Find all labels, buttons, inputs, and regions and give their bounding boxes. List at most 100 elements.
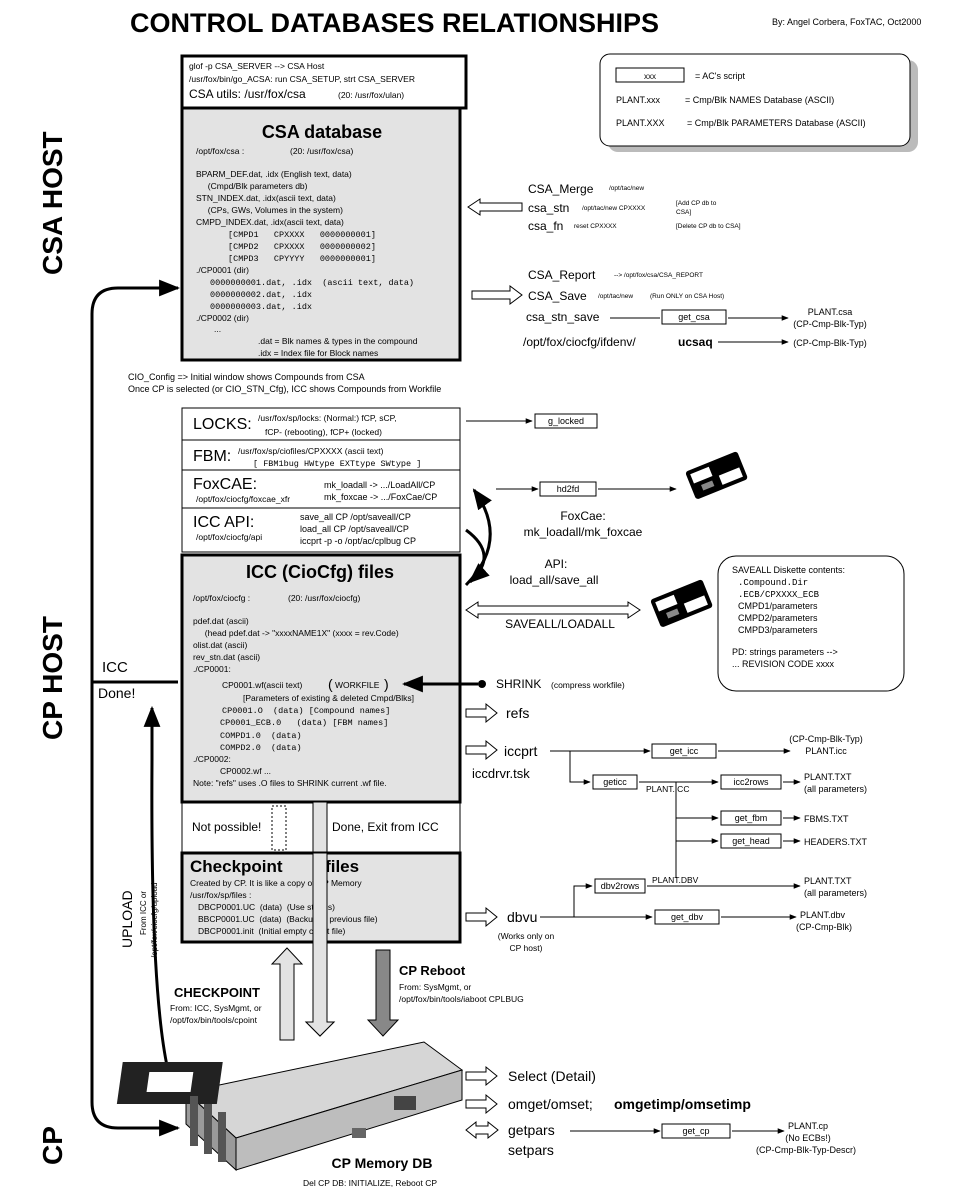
legend-box: xxx = AC's script PLANT.xxx = Cmp/Blk NA…: [599, 53, 918, 152]
fbms-txt-output: FBMS.TXT: [804, 814, 849, 824]
saveall-pd2: ... REVISION CODE xxxx: [732, 659, 835, 669]
csa-db-path20: (20: /usr/fox/csa): [290, 146, 353, 156]
icc-api-box: ICC API: /opt/fox/ciocfg/api save_all CP…: [181, 507, 461, 553]
get-dbv-script: get_dbv: [671, 912, 704, 922]
geticc-script: geticc: [603, 777, 627, 787]
getpars-label: getpars: [508, 1122, 555, 1138]
csa-stn-label: csa_stn: [528, 201, 569, 215]
icc-api-line3: iccprt -p -o /opt/ac/cplbug CP: [300, 536, 416, 546]
plant-csa-output: PLANT.csa: [808, 307, 853, 317]
not-possible-label: Not possible!: [192, 820, 261, 834]
locks-box: LOCKS: /usr/fox/sp/locks: (Normal:) fCP,…: [181, 407, 461, 441]
checkpoint-title: Checkpoint files: [190, 857, 359, 876]
csa-database-box: CSA database /opt/fox/csa : (20: /usr/fo…: [180, 106, 462, 362]
csa-db-dir1: ./CP0001 (dir): [196, 265, 249, 275]
plant-dbv-file: PLANT.DBV: [652, 875, 699, 885]
cp-checkpoint-line1: From: ICC, SysMgmt, or: [170, 1003, 262, 1013]
csa-host-line2: /usr/fox/bin/go_ACSA: run CSA_SETUP, str…: [189, 74, 415, 84]
csa-merge-path: /opt/tac/new: [609, 185, 644, 192]
icc-api-path: /opt/fox/ciocfg/api: [196, 532, 262, 542]
icc-title: ICC (CioCfg) files: [246, 562, 394, 582]
saveall-item: CMPD3/parameters: [738, 625, 818, 635]
get-icc-script: get_icc: [670, 746, 699, 756]
csa-report-path: --> /opt/fox/csa/CSA_REPORT: [614, 272, 703, 279]
csa-stn-note2: CSA]: [676, 209, 691, 216]
csa-save-label: CSA_Save: [528, 289, 587, 303]
saveall-item: CMPD2/parameters: [738, 613, 818, 623]
csa-db-ellipsis: ...: [214, 324, 221, 334]
locks-line1: /usr/fox/sp/locks: (Normal:) fCP, sCP,: [258, 413, 397, 423]
dbvu-note1: (Works only on: [498, 931, 555, 941]
foxcae-box: FoxCAE: /opt/fox/ciocfg/foxcae_xfr mk_lo…: [181, 469, 461, 509]
csa-save-path: /opt/tac/new: [598, 293, 633, 300]
checkpoint-file: DBCP0001.init (Initial empty chkpt file): [198, 926, 346, 936]
csa-db-note1: .dat = Blk names & types in the compound: [258, 336, 418, 346]
select-detail-label: Select (Detail): [508, 1068, 596, 1084]
legend-params-desc: = Cmp/Blk PARAMETERS Database (ASCII): [687, 118, 866, 128]
cp-reboot-line2: /opt/fox/bin/tools/iaboot CPLBUG: [399, 994, 524, 1004]
csa-host-box: glof -p CSA_SERVER --> CSA Host /usr/fox…: [180, 54, 468, 110]
icc-api-line1: save_all CP /opt/saveall/CP: [300, 512, 411, 522]
legend-names-desc: = Cmp/Blk NAMES Database (ASCII): [685, 95, 834, 105]
done-exit-label: Done, Exit from ICC: [332, 820, 439, 834]
get-icc-out2: PLANT.icc: [805, 746, 847, 756]
locks-line2: fCP- (rebooting), fCP+ (locked): [265, 427, 382, 437]
ucsaq-output: (CP-Cmp-Blk-Typ): [793, 338, 867, 348]
plant-dbv-output: PLANT.dbv: [800, 910, 846, 920]
cp-board-icon: [116, 1041, 464, 1172]
icc-api-line2: load_all CP /opt/saveall/CP: [300, 524, 409, 534]
ifdenv-path: /opt/fox/ciocfg/ifdenv/: [523, 335, 636, 349]
section-label-cp-host: CP HOST: [37, 616, 68, 740]
icc-file: COMPD1.0 (data): [220, 731, 302, 741]
csa-report-label: CSA_Report: [528, 268, 596, 282]
icc-line: ./CP0001:: [193, 664, 231, 674]
plant-csa-sub: (CP-Cmp-Blk-Typ): [793, 319, 867, 329]
saveall-title: SAVEALL Diskette contents:: [732, 565, 845, 575]
csa-host-line1: glof -p CSA_SERVER --> CSA Host: [189, 61, 325, 71]
plant-txt-sub: (all parameters): [804, 784, 867, 794]
dbv-plant-txt: PLANT.TXT: [804, 876, 852, 886]
csa-db-title: CSA database: [262, 122, 382, 142]
cio-note-line1: CIO_Config => Initial window shows Compo…: [128, 372, 365, 382]
iccprt-label: iccprt: [504, 743, 538, 759]
icc-line: (head pdef.dat -> "xxxxNAME1X" (xxxx = r…: [193, 628, 399, 638]
shrink-label: SHRINK: [496, 677, 541, 691]
get-csa-script: get_csa: [678, 312, 710, 322]
locks-title: LOCKS:: [193, 416, 252, 433]
omgetimp-label: omgetimp/omsetimp: [614, 1096, 751, 1112]
omget-label: omget/omset;: [508, 1096, 593, 1112]
hd2fd-script: hd2fd: [557, 484, 580, 494]
floppy-disk-icon: [685, 451, 748, 499]
csa-db-line: (Cmpd/Blk parameters db): [196, 181, 308, 191]
upload-label: UPLOAD: [119, 890, 135, 948]
cp-checkpoint-line2: /opt/fox/bin/tools/cpoint: [170, 1015, 258, 1025]
icc-file: COMPD2.0 (data): [220, 743, 302, 753]
cio-note-line2: Once CP is selected (or CIO_STN_Cfg), IC…: [128, 384, 441, 394]
foxcae-line2: mk_foxcae -> .../FoxCae/CP: [324, 492, 437, 502]
dbvu-note2: CP host): [510, 943, 543, 953]
csa-db-file: 0000000003.dat, .idx: [210, 302, 312, 312]
setpars-label: setpars: [508, 1142, 554, 1158]
icc-workfile-open: (: [328, 676, 333, 692]
csa-stn-save-label: csa_stn_save: [526, 310, 600, 324]
csa-db-note2: .idx = Index file for Block names: [258, 348, 378, 358]
page-title: CONTROL DATABASES RELATIONSHIPS: [130, 8, 659, 38]
plant-cp-desc: (CP-Cmp-Blk-Typ-Descr): [756, 1145, 856, 1155]
cp-memory-title: CP Memory DB: [332, 1155, 433, 1171]
csa-fn-note: [Delete CP db to CSA]: [676, 223, 741, 230]
checkpoint-line2: /usr/fox/sp/files :: [190, 890, 251, 900]
icc-api-title: ICC API:: [193, 514, 254, 531]
api-label1: API:: [545, 557, 568, 571]
upload-from1: From ICC or: [139, 891, 148, 935]
ucsaq-cmd: ucsaq: [678, 335, 713, 349]
get-cp-script: get_cp: [682, 1126, 709, 1136]
csa-host-line3-20: (20: /usr/fox/ulan): [338, 90, 404, 100]
saveall-item: .Compound.Dir: [738, 578, 808, 588]
legend-names-key: PLANT.xxx: [616, 95, 661, 105]
csa-db-line: (CPs, GWs, Volumes in the system): [196, 205, 343, 215]
cp-reboot-title: CP Reboot: [399, 963, 466, 978]
icc-wf-note: [Parameters of existing & deleted Cmpd/B…: [243, 693, 414, 703]
icc-line: olist.dat (ascii): [193, 640, 247, 650]
csa-fn-label: csa_fn: [528, 219, 563, 233]
